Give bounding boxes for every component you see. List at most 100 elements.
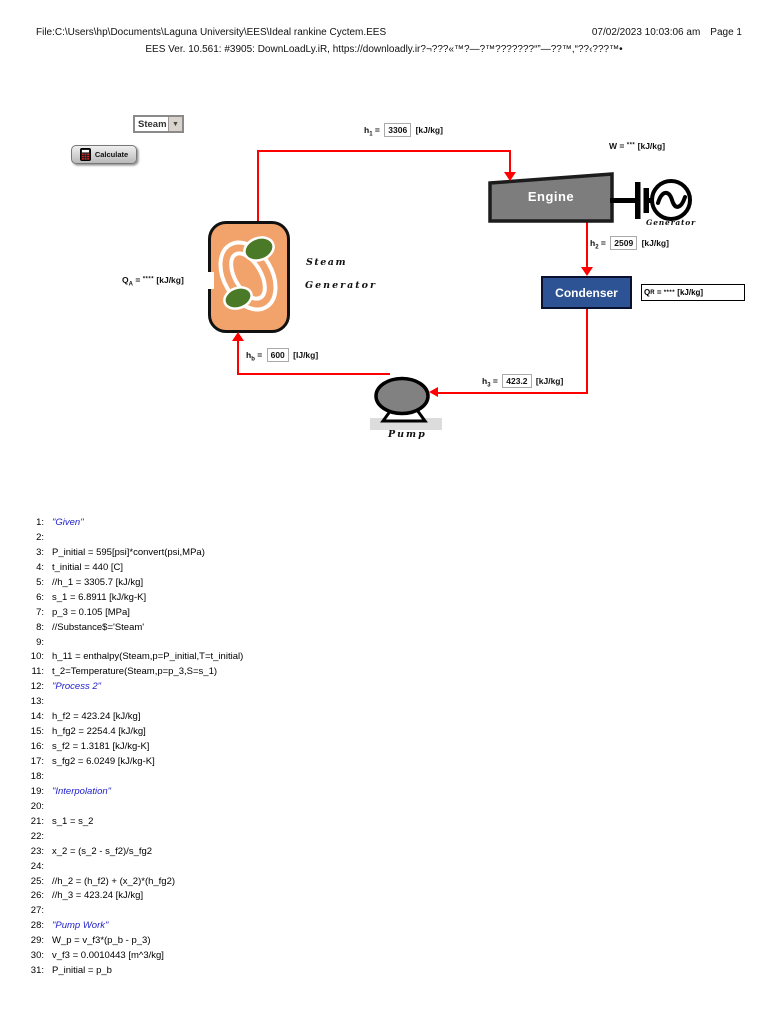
- code-line-text: P_initial = 595[psi]*convert(psi,MPa): [52, 546, 205, 558]
- code-line: 17:s_fg2 = 6.0249 [kJ/kg-K]: [26, 756, 243, 771]
- code-line: 29:W_p = v_f3*(p_b - p_3): [26, 935, 243, 950]
- code-line: 19: "Interpolation": [26, 786, 243, 801]
- condenser-label: Condenser: [555, 285, 618, 300]
- code-line-number: 9:: [36, 636, 44, 648]
- code-line: 9:: [26, 637, 243, 652]
- code-line-number: 6:: [36, 591, 44, 603]
- h3-value-input[interactable]: 423.2: [502, 374, 532, 388]
- code-line-text: P_initial = p_b: [52, 965, 112, 977]
- code-line-number: 28:: [30, 920, 44, 932]
- w-label: W = *** [kJ/kg]: [609, 141, 666, 151]
- code-line: 31:P_initial = p_b: [26, 965, 243, 980]
- generator-label: Generator: [646, 218, 696, 227]
- hb-value-input[interactable]: 600: [266, 348, 289, 362]
- code-line: 4: t_initial = 440 [C]: [26, 562, 243, 577]
- code-line: 27:: [26, 905, 243, 920]
- code-line: 26: //h_3 = 423.24 [kJ/kg]: [26, 890, 243, 905]
- pipe-condenser-down: [586, 308, 588, 393]
- code-line-text: x_2 = (s_2 - s_f2)/s_fg2: [52, 845, 153, 857]
- file-path: File:C:\Users\hp\Documents\Laguna Univer…: [36, 27, 387, 38]
- code-line-number: 20:: [30, 800, 44, 812]
- code-line-number: 2:: [36, 531, 44, 543]
- substance-dropdown[interactable]: Steam ▼: [133, 115, 184, 133]
- pipe-boiler-to-engine-vertical: [257, 150, 259, 221]
- pump-shape[interactable]: [363, 374, 448, 432]
- calculator-icon: [79, 148, 91, 161]
- code-line-number: 27:: [30, 905, 44, 917]
- code-line-text: p_3 = 0.105 [MPa]: [52, 606, 130, 618]
- pipe-pump-to-boiler-vertical: [237, 340, 239, 375]
- code-line-number: 10:: [30, 651, 44, 663]
- code-line-number: 15:: [30, 726, 44, 738]
- header-datetime: 07/02/2023 10:03:06 am: [591, 27, 701, 38]
- code-line-number: 26:: [30, 890, 44, 902]
- generator-icon: [610, 179, 692, 221]
- code-line-text: t_initial = 440 [C]: [52, 561, 124, 573]
- code-line: 15:h_fg2 = 2254.4 [kJ/kg]: [26, 726, 243, 741]
- code-line: 7: p_3 = 0.105 [MPa]: [26, 607, 243, 622]
- code-line: 20:: [26, 801, 243, 816]
- h1-label: h1 = 3306 [kJ/kg]: [364, 123, 443, 138]
- pump-label: Pump: [388, 429, 427, 440]
- dropdown-arrow-icon[interactable]: ▼: [168, 117, 182, 131]
- h1-value-input[interactable]: 3306: [384, 123, 412, 137]
- boiler-drums-icon: [218, 236, 278, 312]
- code-line-text: h_f2 = 423.24 [kJ/kg]: [52, 711, 141, 723]
- calculate-button-label: Calculate: [94, 150, 129, 159]
- code-line-text: h_11 = enthalpy(Steam,p=P_initial,T=t_in…: [52, 651, 244, 663]
- engine-turbine-shape[interactable]: [484, 170, 616, 226]
- h2-label: h2 = 2509 [kJ/kg]: [590, 236, 669, 251]
- code-line-number: 8:: [36, 621, 44, 633]
- code-line-text: "Process 2": [52, 681, 101, 693]
- code-line-text: //h_1 = 3305.7 [kJ/kg]: [52, 576, 144, 588]
- h2-value-input[interactable]: 2509: [610, 236, 638, 250]
- code-line-number: 1:: [36, 517, 44, 528]
- code-line-text: //h_2 = (h_f2) + (x_2)*(h_fg2): [52, 875, 176, 887]
- qa-label: QA = **** [kJ/kg]: [122, 275, 184, 288]
- code-line-number: 5:: [36, 576, 44, 588]
- code-line-text: s_f2 = 1.3181 [kJ/kg-K]: [52, 741, 150, 753]
- code-line-number: 29:: [30, 935, 44, 947]
- steam-generator-inlet-notch: [204, 272, 214, 289]
- code-line-text: s_fg2 = 6.0249 [kJ/kg-K]: [52, 756, 155, 767]
- code-line: 14:h_f2 = 423.24 [kJ/kg]: [26, 711, 243, 726]
- code-line-text: "Pump Work": [52, 920, 109, 932]
- code-line: 24:: [26, 861, 243, 876]
- h3-label: h3 = 423.2 [kJ/kg]: [482, 374, 564, 389]
- code-line: 11: t_2=Temperature(Steam,p=p_3,S=s_1): [26, 666, 243, 681]
- calculate-button[interactable]: Calculate: [71, 145, 137, 164]
- code-line-number: 3:: [36, 546, 44, 558]
- code-line-text: t_2=Temperature(Steam,p=p_3,S=s_1): [52, 666, 218, 678]
- code-line: 6: s_1 = 6.8911 [kJ/kg-K]: [26, 592, 243, 607]
- code-line-number: 4:: [36, 561, 44, 573]
- code-line: 8: //Substance$='Steam': [26, 622, 243, 637]
- code-line: 22:: [26, 831, 243, 846]
- code-line: 5: //h_1 = 3305.7 [kJ/kg]: [26, 577, 243, 592]
- code-line-text: s_1 = 6.8911 [kJ/kg-K]: [52, 591, 147, 603]
- condenser-box[interactable]: Condenser: [541, 276, 632, 309]
- code-line-text: //h_3 = 423.24 [kJ/kg]: [52, 890, 144, 902]
- code-line-text: "Interpolation": [52, 785, 112, 797]
- arrowhead-into-pump: [429, 387, 438, 397]
- page-header: File:C:\Users\hp\Documents\Laguna Univer…: [36, 27, 742, 38]
- ees-version-line: EES Ver. 10.561: #3905: DownLoadLy.iR, h…: [145, 44, 623, 55]
- pipe-pump-to-boiler-horizontal: [237, 373, 390, 375]
- code-line-number: 12:: [30, 681, 44, 693]
- steam-generator-box[interactable]: [208, 221, 290, 333]
- code-line: 1:"Given": [26, 517, 243, 532]
- code-line-number: 19:: [30, 785, 44, 797]
- code-line-number: 7:: [36, 606, 44, 618]
- code-line-text: //Substance$='Steam': [52, 621, 145, 633]
- code-line: 10: h_11 = enthalpy(Steam,p=P_initial,T=t…: [26, 651, 243, 666]
- arrowhead-into-condenser: [581, 267, 593, 276]
- code-line-number: 16:: [30, 741, 44, 753]
- code-line-number: 22:: [30, 830, 44, 842]
- code-line-number: 13:: [30, 696, 44, 708]
- code-line-number: 21:: [30, 815, 44, 827]
- header-page-number: Page 1: [710, 27, 742, 38]
- code-line-number: 11:: [31, 666, 44, 678]
- code-line-number: 24:: [30, 860, 44, 872]
- pipe-condenser-to-pump: [437, 392, 588, 394]
